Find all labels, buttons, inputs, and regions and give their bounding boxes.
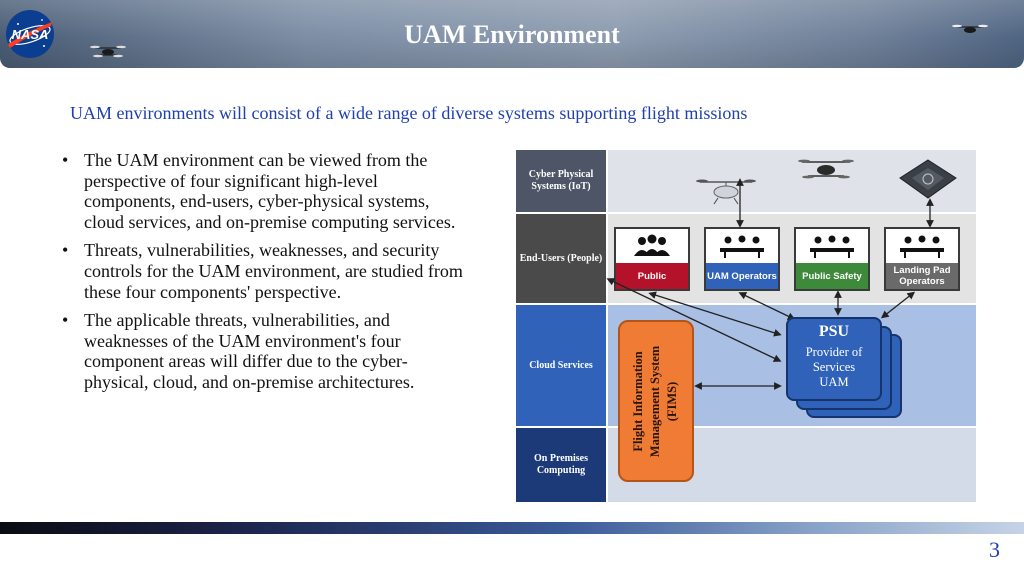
air-taxi-drone-icon (696, 179, 756, 205)
band-on-premises: On Premises Computing (516, 428, 976, 502)
meeting-table-icon (706, 229, 778, 263)
bullet-text: Threats, vulnerabilities, weaknesses, an… (84, 240, 463, 302)
band-label: End-Users (People) (516, 214, 606, 303)
card-label: Landing Pad Operators (886, 263, 958, 289)
band-label: Cloud Services (516, 305, 606, 426)
bullet-list: • The UAM environment can be viewed from… (62, 150, 472, 401)
list-item: • The applicable threats, vulnerabilitie… (62, 310, 472, 392)
meeting-table-icon (886, 229, 958, 263)
end-user-card-landing-pad-operators: Landing Pad Operators (884, 227, 960, 291)
bullet-dot-icon: • (62, 240, 69, 261)
footer-bar (0, 522, 1024, 534)
title-banner: NASA UAM Environment (0, 0, 1024, 68)
nasa-logo-icon: NASA (6, 10, 54, 58)
landing-pad-icon (899, 159, 957, 199)
bullet-text: The applicable threats, vulnerabilities,… (84, 310, 415, 392)
list-item: • The UAM environment can be viewed from… (62, 150, 472, 232)
drone-icon (90, 45, 126, 58)
banner-sky (0, 0, 1024, 68)
page-number: 3 (989, 537, 1000, 562)
band-body (608, 150, 976, 212)
psu-title: PSU (818, 323, 850, 340)
fims-label: Flight Information Management System (FI… (631, 345, 680, 457)
people-group-icon (616, 229, 688, 263)
psu-box: PSU Provider of Services UAM (786, 317, 882, 401)
bullet-dot-icon: • (62, 310, 69, 331)
bullet-text: The UAM environment can be viewed from t… (84, 150, 456, 232)
band-cyber-physical: Cyber Physical Systems (IoT) (516, 150, 976, 212)
drone-icon (798, 159, 854, 179)
svg-text:NASA: NASA (12, 27, 49, 42)
connector-arrows (606, 178, 934, 390)
list-item: • Threats, vulnerabilities, weaknesses, … (62, 240, 472, 302)
uam-architecture-diagram: Cyber Physical Systems (IoT) (516, 150, 976, 502)
bullet-dot-icon: • (62, 150, 69, 170)
drone-icon (952, 24, 988, 33)
band-label: On Premises Computing (516, 428, 606, 502)
band-label: Cyber Physical Systems (IoT) (516, 150, 606, 212)
end-user-card-public-safety: Public Safety (794, 227, 870, 291)
fims-box: Flight Information Management System (FI… (618, 320, 694, 482)
page-title: UAM Environment (404, 20, 620, 49)
card-label: Public Safety (796, 263, 868, 289)
psu-description: Provider of Services UAM (805, 345, 863, 389)
slide-subtitle: UAM environments will consist of a wide … (70, 103, 748, 123)
meeting-table-icon (796, 229, 868, 263)
